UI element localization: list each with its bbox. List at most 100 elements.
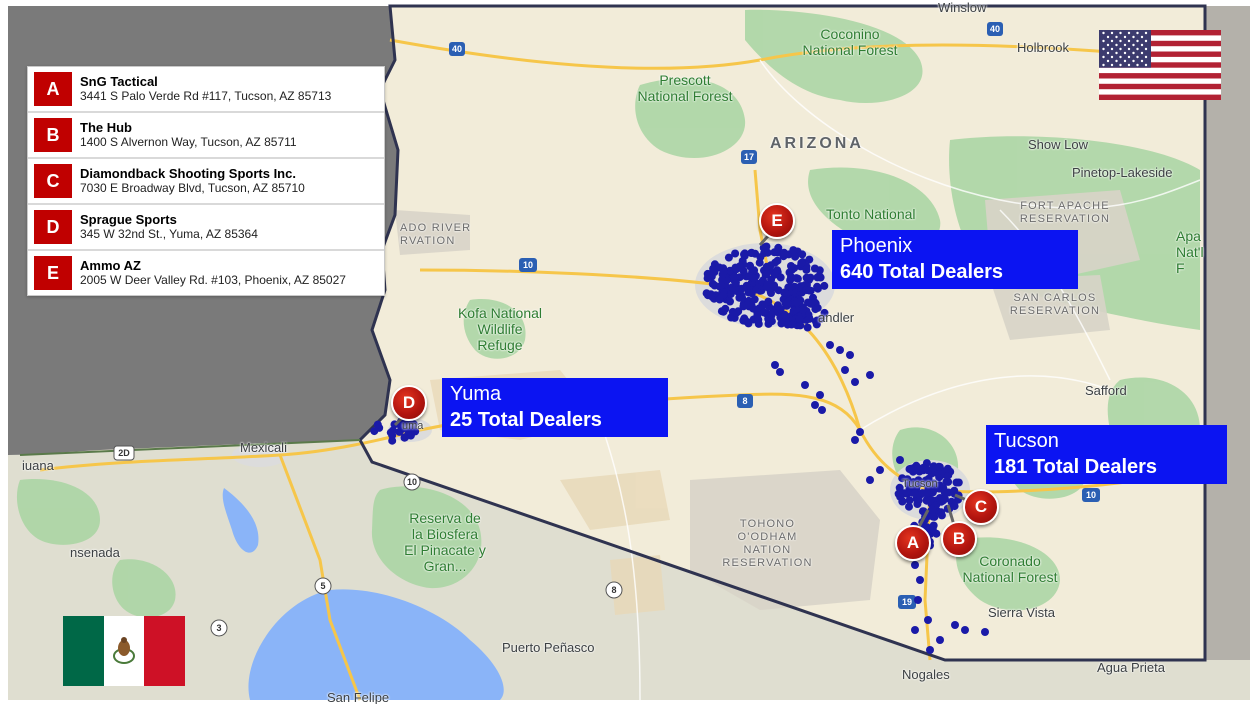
dealer-dot [928, 512, 937, 521]
dealer-dot [732, 308, 741, 317]
dealer-dot [724, 253, 733, 262]
place-tijuana: iuana [22, 458, 54, 473]
dealer-dot [921, 479, 930, 488]
coat-of-arms-icon [113, 637, 135, 664]
dealer-dot [762, 269, 771, 278]
dealer-dot [370, 427, 379, 436]
dealer-dot [937, 511, 946, 520]
dealer-dot [762, 262, 771, 271]
dealer-dot [742, 281, 751, 290]
dealer-dot [730, 272, 739, 281]
dealer-dot [923, 489, 932, 498]
place-ensenada: nsenada [70, 545, 120, 560]
pin-c[interactable]: C [963, 489, 999, 525]
dealer-dot [789, 306, 798, 315]
dealer-dot [856, 428, 864, 436]
shield-label: 10 [523, 260, 533, 270]
dealer-dot [770, 270, 779, 279]
pin-a[interactable]: A [895, 525, 931, 561]
dealer-dot [407, 420, 416, 429]
dealer-dot [836, 346, 844, 354]
dealer-dot [942, 477, 951, 486]
dealer-dot [924, 616, 932, 624]
dealer-dot [916, 576, 924, 584]
dealer-dot [780, 288, 789, 297]
legend-dealer-address: 3441 S Palo Verde Rd #117, Tucson, AZ 85… [80, 89, 332, 103]
dealer-dot [710, 268, 719, 276]
dealer-dot [846, 351, 854, 359]
dealer-dot [905, 502, 913, 511]
dealer-dot [747, 289, 756, 298]
pin-e[interactable]: E [759, 203, 795, 239]
new-mexico-shaded [1205, 6, 1250, 660]
highway-shield: 19 [898, 595, 916, 609]
shield-label: 40 [452, 44, 462, 54]
dealer-dots [370, 242, 989, 654]
pin-b[interactable]: B [941, 521, 977, 557]
shield-label: 3 [216, 623, 221, 633]
dealer-dot [935, 481, 944, 490]
dealer-dot [928, 505, 937, 514]
dealer-dot [930, 485, 938, 494]
reservation-areas [395, 190, 1140, 610]
dealer-dot [911, 489, 920, 498]
shield-label: 5 [320, 581, 325, 591]
gulf-of-california [248, 589, 504, 700]
dealer-dot [936, 496, 945, 505]
dealer-dot [818, 406, 826, 414]
dealer-dot [801, 381, 809, 389]
pin-d[interactable]: D [391, 385, 427, 421]
place-san-felipe: San Felipe [327, 690, 390, 704]
place-yuma: uma [402, 420, 424, 432]
dealer-dot [397, 425, 406, 434]
dealer-dot [776, 305, 785, 314]
dealer-dot [806, 273, 815, 282]
dealer-dot [777, 319, 786, 328]
legend-letter: A [34, 72, 72, 106]
place-sierra-vista: Sierra Vista [988, 605, 1055, 620]
dealer-dot [816, 391, 824, 399]
dealer-dot [804, 298, 812, 307]
minor-roads [599, 59, 1201, 701]
shield-label: 17 [744, 152, 754, 162]
place-chandler: andler [818, 310, 855, 325]
dealer-dot [813, 303, 822, 312]
highway-shield: 10 [519, 258, 537, 272]
dealer-dot [810, 264, 819, 273]
dealer-dot [914, 496, 923, 505]
place-nogales: Nogales [902, 667, 950, 682]
dealer-dot [776, 368, 784, 376]
dealer-dot [926, 496, 934, 505]
dealer-dot [803, 323, 812, 332]
place-show-low: Show Low [1028, 137, 1088, 152]
dealer-dot [708, 279, 717, 288]
dealer-dot [771, 258, 780, 267]
dealer-dot [400, 433, 409, 442]
place-mexicali: Mexicali [240, 440, 287, 455]
dealer-dot [929, 521, 938, 530]
dealer-dot [750, 295, 759, 304]
dealer-dot [789, 246, 798, 255]
mexico-flag [63, 616, 185, 686]
callout-city: Yuma [450, 383, 502, 405]
laguna-salada [222, 488, 259, 553]
dealer-dot [739, 316, 748, 325]
dealer-dot [851, 378, 859, 386]
dealer-dot [898, 474, 907, 483]
dealer-dot [792, 274, 801, 283]
us-mexico-border [19, 439, 361, 456]
dealer-dot [783, 298, 792, 307]
dealer-dot [759, 243, 768, 252]
dealer-dot [805, 255, 814, 264]
legend-dealer-name: Diamondback Shooting Sports Inc. [80, 166, 296, 181]
highway-shield: 40 [987, 22, 1003, 36]
dealer-dot [914, 464, 923, 473]
dealer-dot [754, 319, 763, 328]
legend-dealer-address: 2005 W Deer Valley Rd. #103, Phoenix, AZ… [80, 273, 346, 287]
highway-shield: 2D [113, 445, 135, 461]
highway-shield: 8 [737, 394, 753, 408]
